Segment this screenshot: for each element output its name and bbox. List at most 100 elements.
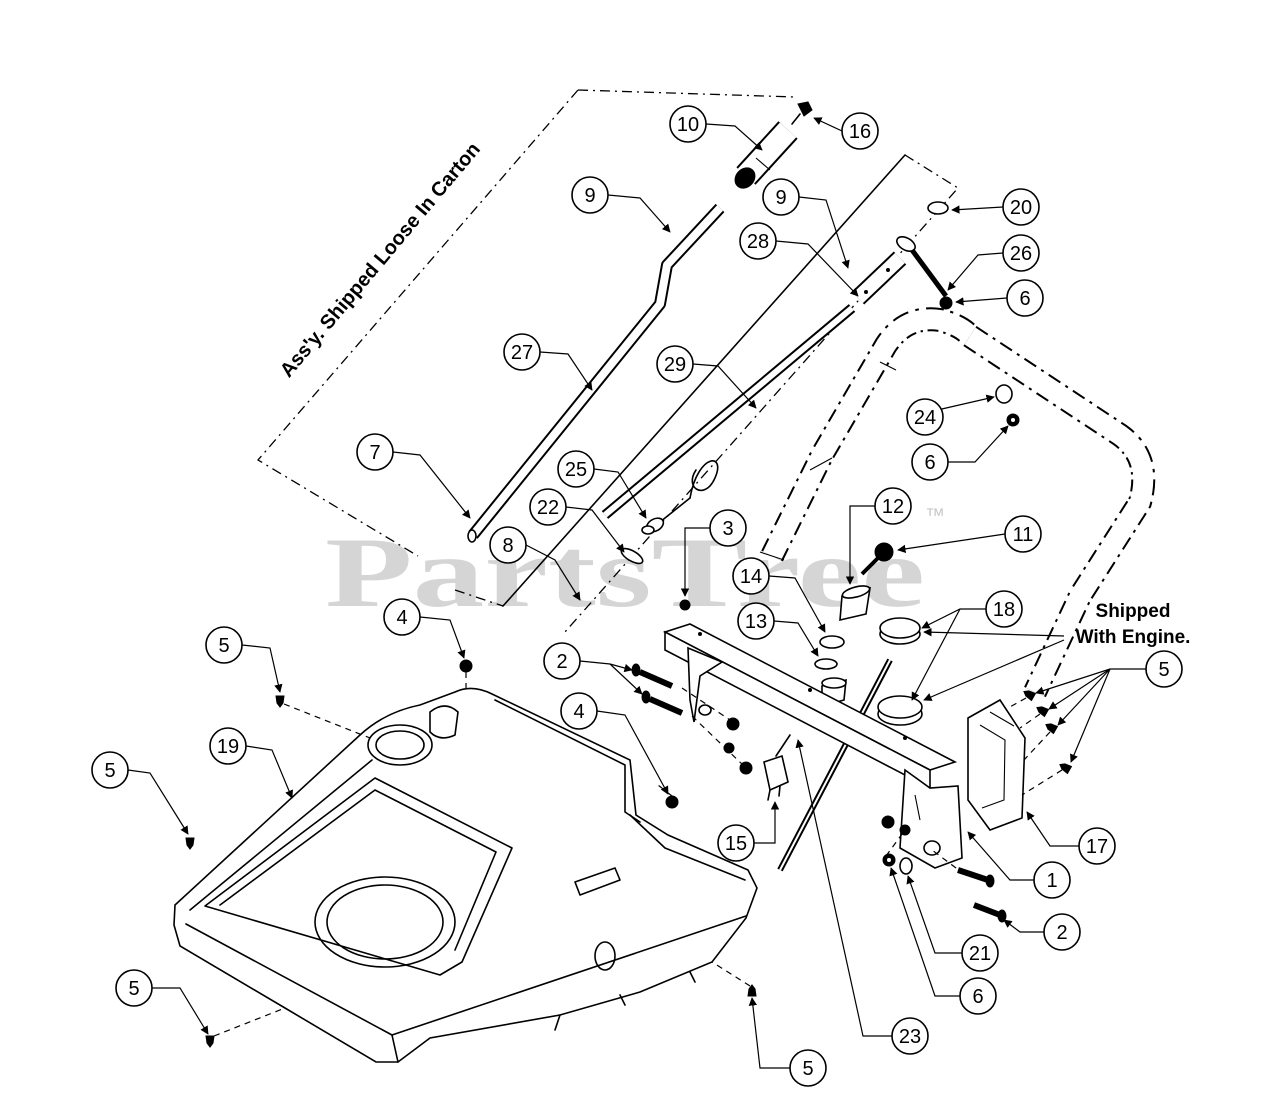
callout-3: 3 (709, 509, 747, 547)
handle-tube (759, 307, 1156, 698)
loose-assembly-boundary (257, 89, 959, 633)
callout-16: 16 (841, 112, 879, 150)
bracket-1 (662, 623, 963, 869)
rod-23 (777, 658, 893, 872)
cover-19 (173, 687, 758, 1063)
svg-text:6: 6 (972, 986, 983, 1008)
svg-text:15: 15 (725, 833, 747, 855)
callout-23: 23 (891, 1017, 929, 1055)
knob-18-upper (879, 617, 921, 645)
svg-text:16: 16 (849, 121, 871, 143)
bushing-13 (814, 658, 838, 670)
tube-end-28 (851, 251, 907, 305)
callout-20: 20 (1002, 188, 1040, 226)
rod-29 (601, 304, 856, 519)
callout-5: 5 (205, 626, 243, 664)
ring-20 (927, 201, 949, 215)
svg-text:12: 12 (882, 496, 904, 518)
callout-18: 18 (985, 590, 1023, 628)
callout-12: 12 (874, 487, 912, 525)
svg-text:10: 10 (677, 114, 699, 136)
callout-4: 4 (383, 598, 421, 636)
callout-4: 4 (560, 692, 598, 730)
svg-text:5: 5 (802, 1058, 813, 1080)
svg-text:6: 6 (1019, 288, 1030, 310)
watermark-text: PartsTree (325, 517, 925, 628)
bolts-2-left (631, 663, 684, 716)
svg-text:1: 1 (1046, 870, 1057, 892)
nut-3 (679, 599, 691, 611)
grip-10 (734, 121, 798, 189)
svg-text:5: 5 (128, 978, 139, 1000)
svg-text:6: 6 (924, 452, 935, 474)
callout-10: 10 (669, 105, 707, 143)
callout-11: 11 (1004, 515, 1042, 553)
watermark-trademark: ™ (925, 505, 945, 527)
callout-6: 6 (1006, 279, 1044, 317)
svg-text:17: 17 (1086, 836, 1108, 858)
callout-24: 24 (906, 398, 944, 436)
nut-6-low (882, 853, 896, 867)
connection-lines (213, 672, 1063, 1037)
svg-text:28: 28 (747, 231, 769, 253)
svg-text:21: 21 (969, 943, 991, 965)
callout-14: 14 (732, 557, 770, 595)
spring-link-25 (641, 460, 719, 535)
callout-19: 19 (209, 727, 247, 765)
rod-27 (467, 203, 725, 543)
loose-assembly-label: Ass'y. Shipped Loose In Carton (276, 139, 485, 382)
nut-4-side (665, 795, 679, 809)
callout-5: 5 (789, 1049, 827, 1087)
leader-lines (127, 117, 1146, 1069)
washer-24 (995, 384, 1013, 404)
screw-16 (791, 101, 813, 125)
svg-text:4: 4 (396, 607, 407, 629)
callout-7: 7 (356, 433, 394, 471)
watermark: PartsTree ™ (325, 505, 945, 628)
svg-text:22: 22 (537, 497, 559, 519)
svg-text:24: 24 (914, 407, 936, 429)
engine-label-line1: Shipped (1096, 601, 1171, 622)
callout-27: 27 (503, 333, 541, 371)
svg-text:11: 11 (1013, 524, 1034, 546)
svg-text:20: 20 (1010, 197, 1032, 219)
screws-5 (185, 690, 1073, 1048)
svg-text:2: 2 (1056, 922, 1067, 944)
callout-15: 15 (717, 824, 755, 862)
callout-22: 22 (529, 488, 567, 526)
nut-4-top (459, 659, 473, 673)
svg-text:13: 13 (745, 611, 767, 633)
key-11 (860, 542, 894, 576)
callout-5: 5 (91, 751, 129, 789)
svg-text:2: 2 (556, 651, 567, 673)
svg-text:27: 27 (511, 342, 533, 364)
nut-6-top (939, 296, 953, 310)
nut-6-mid (1006, 413, 1020, 427)
callout-9: 9 (762, 178, 800, 216)
callout-25: 25 (557, 450, 595, 488)
svg-text:9: 9 (775, 187, 786, 209)
svg-text:19: 19 (217, 736, 239, 758)
svg-text:4: 4 (573, 701, 584, 723)
svg-text:5: 5 (218, 635, 229, 657)
callout-21: 21 (961, 934, 999, 972)
engine-label-line2: With Engine. (1076, 627, 1191, 648)
callout-13: 13 (737, 602, 775, 640)
svg-text:5: 5 (1158, 659, 1169, 681)
callout-29: 29 (656, 345, 694, 383)
svg-text:14: 14 (740, 566, 762, 588)
svg-text:9: 9 (584, 185, 595, 207)
svg-text:26: 26 (1010, 243, 1032, 265)
callout-9: 9 (571, 176, 609, 214)
plate-17 (967, 698, 1026, 831)
callout-28: 28 (739, 222, 777, 260)
callout-6: 6 (911, 443, 949, 481)
svg-text:23: 23 (899, 1026, 921, 1048)
svg-text:18: 18 (993, 599, 1015, 621)
callout-17: 17 (1078, 827, 1116, 865)
callout-5: 5 (1145, 650, 1183, 688)
bushing-14 (819, 635, 845, 649)
callout-5: 5 (115, 969, 153, 1007)
callout-2: 2 (543, 642, 581, 680)
